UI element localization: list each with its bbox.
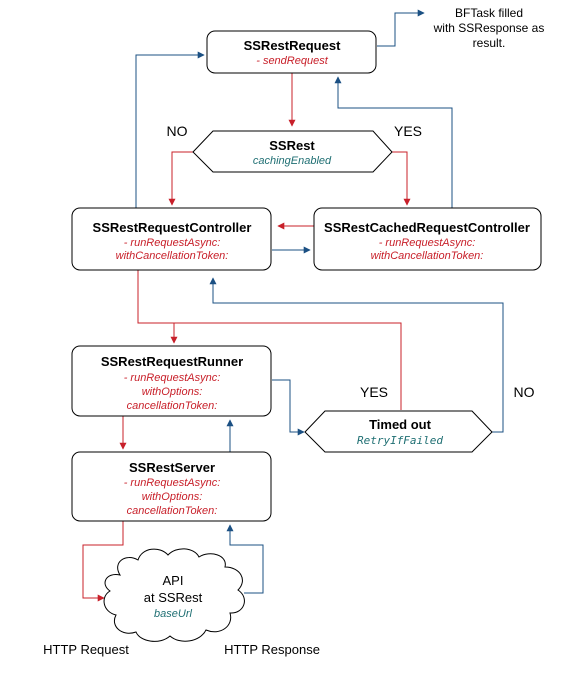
cached-controller-box	[313, 207, 542, 271]
runner-node: SSRestRequestRunner - runRequestAsync: w…	[71, 345, 272, 417]
controller-title: SSRestRequestController	[93, 220, 252, 235]
label-http-request: HTTP Request	[43, 642, 129, 657]
label-http-response: HTTP Response	[224, 642, 320, 657]
server-node: SSRestServer - runRequestAsync: withOpti…	[71, 451, 272, 522]
label-no-caching: NO	[167, 123, 188, 139]
cached-controller-method-line1: - runRequestAsync:	[379, 237, 476, 249]
api-line3: baseUrl	[154, 608, 192, 620]
arrow-ssrest-no	[168, 151, 193, 206]
controller-method-line1: - runRequestAsync:	[124, 237, 221, 249]
ssrest-hexagon	[192, 130, 393, 173]
timed-out-title: Timed out	[369, 417, 432, 432]
arrow-runner-to-timed-out	[272, 379, 305, 436]
label-no-retry: NO	[514, 384, 535, 400]
arrow-request-to-result	[377, 9, 425, 47]
server-method-line1: - runRequestAsync:	[124, 477, 221, 489]
arrow-controller-to-request	[135, 51, 205, 208]
ssrestrequest-box	[206, 30, 377, 74]
ssrest-decision: SSRest cachingEnabled	[192, 130, 393, 173]
result-note-line2: with SSResponse as	[433, 21, 545, 35]
arrow-timed-out-no	[209, 277, 504, 433]
cached-controller-node: SSRestCachedRequestController - runReque…	[313, 207, 542, 271]
ssrestrequest-method: - sendRequest	[256, 55, 328, 67]
api-cloud: API at SSRest baseUrl	[103, 548, 245, 642]
result-note: BFTask filled with SSResponse as result.	[433, 6, 545, 50]
ssrest-title: SSRest	[269, 138, 315, 153]
server-box	[71, 451, 272, 522]
arrow-cached-to-request	[334, 76, 453, 208]
controller-box	[71, 207, 272, 271]
cached-controller-title: SSRestCachedRequestController	[324, 220, 530, 235]
arrow-controller-to-runner	[137, 270, 178, 344]
runner-method-line3: cancellationToken:	[127, 400, 218, 412]
timed-out-option: RetryIfFailed	[357, 434, 443, 447]
runner-box	[71, 345, 272, 417]
runner-method-line1: - runRequestAsync:	[124, 372, 221, 384]
ssrestrequest-node: SSRestRequest - sendRequest	[206, 30, 377, 74]
runner-title: SSRestRequestRunner	[101, 354, 243, 369]
arrow-timed-out-yes	[174, 322, 402, 410]
runner-method-line2: withOptions:	[142, 386, 203, 398]
result-note-line1: BFTask filled	[455, 6, 523, 20]
api-line1: API	[163, 573, 184, 588]
server-title: SSRestServer	[129, 460, 215, 475]
server-method-line2: withOptions:	[142, 491, 203, 503]
api-line2: at SSRest	[144, 590, 203, 605]
controller-node: SSRestRequestController - runRequestAsyn…	[71, 207, 272, 271]
result-note-line3: result.	[473, 36, 506, 50]
cloud-icon	[103, 548, 245, 642]
timed-out-hexagon	[304, 410, 493, 453]
ssrestrequest-title: SSRestRequest	[244, 38, 341, 53]
label-yes-retry: YES	[360, 384, 388, 400]
label-yes-caching: YES	[394, 123, 422, 139]
arrow-http-response	[226, 524, 264, 594]
arrow-ssrest-yes	[392, 151, 411, 206]
controller-method-line2: withCancellationToken:	[116, 250, 229, 262]
arrow-http-request	[82, 521, 124, 602]
ssrest-property: cachingEnabled	[253, 155, 332, 167]
timed-out-decision: Timed out RetryIfFailed	[304, 410, 493, 453]
connectors	[82, 9, 504, 602]
cached-controller-method-line2: withCancellationToken:	[371, 250, 484, 262]
server-method-line3: cancellationToken:	[127, 505, 218, 517]
